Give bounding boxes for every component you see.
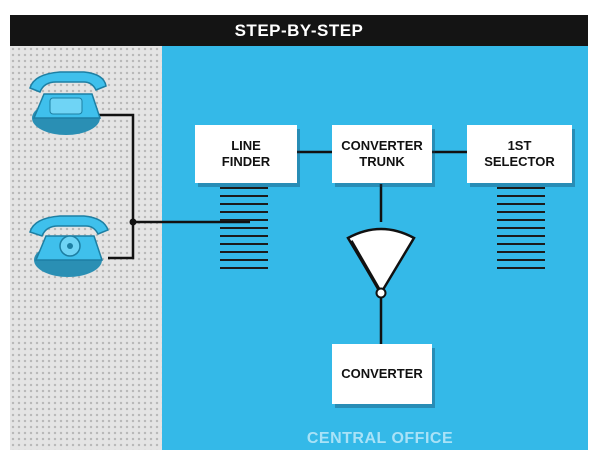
dial-telephone-icon xyxy=(29,215,109,277)
line-finder-label-1: LINE xyxy=(231,138,261,153)
converter-box: CONVERTER xyxy=(332,344,432,404)
switch-bank-icon xyxy=(220,187,268,269)
subscriber-wiring xyxy=(96,113,250,260)
line-finder-box: LINE FINDER xyxy=(195,125,297,183)
converter-trunk-label-2: TRUNK xyxy=(359,154,405,169)
switch-fan-icon xyxy=(346,227,416,299)
telephone-icon xyxy=(29,71,107,135)
converter-trunk-box: CONVERTER TRUNK xyxy=(332,125,432,183)
central-office-label: CENTRAL OFFICE xyxy=(306,430,454,447)
switch-bank-icon xyxy=(497,187,545,269)
first-selector-box: 1ST SELECTOR xyxy=(467,125,572,183)
first-selector-label-2: SELECTOR xyxy=(484,154,555,169)
converter-label: CONVERTER xyxy=(341,366,423,381)
trunk-wiring xyxy=(297,150,467,344)
line-finder-label-2: FINDER xyxy=(221,154,271,169)
diagram-title: STEP-BY-STEP xyxy=(10,15,588,46)
first-selector-label-1: 1ST xyxy=(507,138,532,153)
converter-trunk-label-1: CONVERTER xyxy=(341,138,423,153)
